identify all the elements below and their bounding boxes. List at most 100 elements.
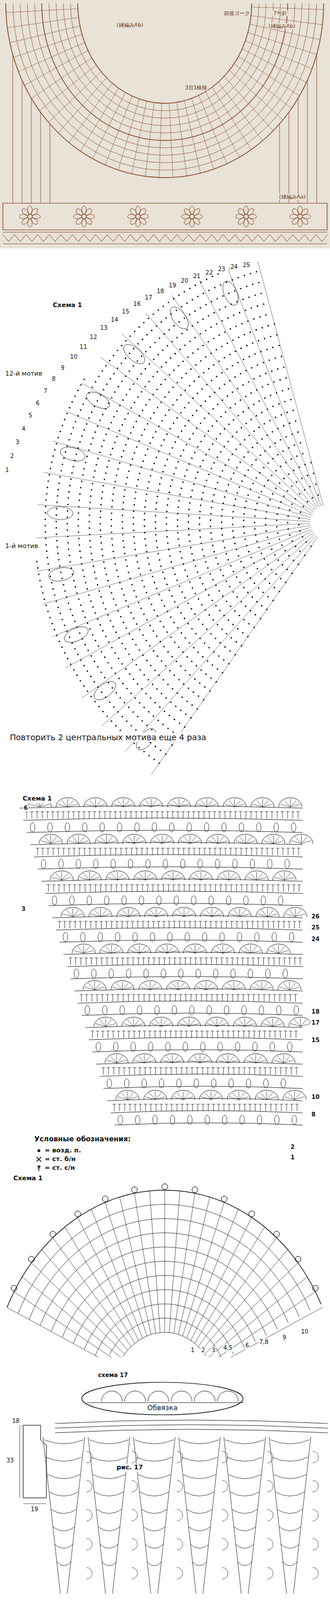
shell-stitch xyxy=(122,798,124,807)
treble-symbol xyxy=(225,920,229,928)
treble-symbol xyxy=(235,920,239,928)
chain-dot xyxy=(158,336,161,339)
chain-dot xyxy=(51,581,53,583)
chain-dot xyxy=(192,690,195,693)
chain-dot xyxy=(204,560,207,563)
chain-dot xyxy=(244,506,246,509)
chain-dot xyxy=(144,454,147,456)
shell-stitch xyxy=(55,872,62,880)
chain-dot xyxy=(215,419,218,422)
chain-dot xyxy=(276,512,279,515)
chain-dot xyxy=(190,368,192,371)
chain-dot xyxy=(182,650,184,653)
chain-dot xyxy=(236,548,238,550)
chain-dot xyxy=(155,508,158,510)
shell-fan xyxy=(272,869,296,880)
stitch-line xyxy=(52,528,312,636)
chain-dot xyxy=(225,579,228,582)
chain-dot xyxy=(189,437,191,440)
chain-dot xyxy=(118,404,121,406)
chain-dot xyxy=(212,363,215,366)
treble-symbol xyxy=(181,810,186,818)
chain-dot xyxy=(260,572,263,575)
chain-dot xyxy=(312,496,314,499)
chain-dot xyxy=(153,649,155,652)
chain-dot xyxy=(261,326,264,329)
chain-dot xyxy=(201,655,204,658)
chain-dot xyxy=(193,646,195,648)
chain-dot xyxy=(45,549,48,552)
chain-dot xyxy=(202,371,205,374)
chain-dot xyxy=(208,613,211,616)
treble-symbol xyxy=(124,810,128,818)
chain-dot xyxy=(244,309,247,311)
flower-petal xyxy=(245,207,256,217)
chain-dot xyxy=(299,510,302,513)
chain-dot xyxy=(66,522,69,525)
chain-dot xyxy=(249,609,252,612)
chain-dot xyxy=(147,677,150,680)
treble-symbol xyxy=(281,847,285,855)
chain-dot xyxy=(164,378,167,380)
leaf-loop xyxy=(93,858,99,868)
shell-stitch xyxy=(284,871,285,880)
shell-fan xyxy=(71,943,96,953)
chain-dot xyxy=(288,508,291,511)
shell-fan xyxy=(178,833,202,843)
chain-dot xyxy=(127,412,130,415)
chain-dot xyxy=(121,587,123,590)
chain-dot xyxy=(79,549,82,552)
chain-dot xyxy=(138,601,140,604)
chain-dot xyxy=(239,443,242,445)
chain-dot xyxy=(128,653,130,655)
chain-dot xyxy=(109,619,112,622)
chain-dot xyxy=(230,636,233,638)
chain-dot xyxy=(184,389,187,391)
pineapple-loop xyxy=(58,444,87,464)
shell-stitch xyxy=(189,834,191,843)
shell-stitch xyxy=(83,944,85,953)
shell-stitch xyxy=(72,907,74,916)
chain-dot xyxy=(243,438,246,441)
chain-dot xyxy=(291,433,293,435)
chain-dot xyxy=(275,469,278,472)
chain-dot xyxy=(267,595,270,597)
flower-petal xyxy=(181,214,190,219)
chain-dot xyxy=(211,538,213,540)
chain-dot xyxy=(69,484,71,487)
chain-dot xyxy=(273,323,276,325)
yoke-stitch xyxy=(92,92,126,159)
chain-dot xyxy=(232,510,235,513)
chain-dot xyxy=(44,530,47,533)
chain-dot xyxy=(215,437,218,440)
chain-dot xyxy=(239,399,242,401)
chain-dot xyxy=(143,524,146,527)
leaf-loop xyxy=(197,858,203,868)
chain-dot xyxy=(258,400,261,402)
leaf-loop xyxy=(80,931,86,941)
chain-dot xyxy=(231,529,234,532)
chain-dot xyxy=(127,437,130,440)
chain-dot xyxy=(135,728,137,731)
chain-dot xyxy=(281,389,284,392)
chain-dot xyxy=(100,497,103,499)
chain-dot xyxy=(207,341,210,343)
chain-dot xyxy=(96,583,99,586)
chain-dot xyxy=(139,668,141,670)
chain-dot xyxy=(242,410,245,413)
chain-dot xyxy=(179,664,182,667)
chain-dot xyxy=(188,462,191,465)
chain-dot xyxy=(244,474,246,477)
flower-petal xyxy=(302,214,311,219)
shell-stitch xyxy=(256,876,267,880)
chain-dot xyxy=(88,526,91,529)
chain-dot xyxy=(180,631,183,634)
leaf-loop xyxy=(69,894,75,905)
chain-dot xyxy=(183,617,186,619)
chain-dot xyxy=(166,535,169,538)
chain-dot xyxy=(75,452,78,455)
strap-stitch xyxy=(31,98,32,203)
chain-dot xyxy=(122,399,125,401)
chain-dot xyxy=(133,589,136,591)
shell-stitch xyxy=(94,909,101,916)
